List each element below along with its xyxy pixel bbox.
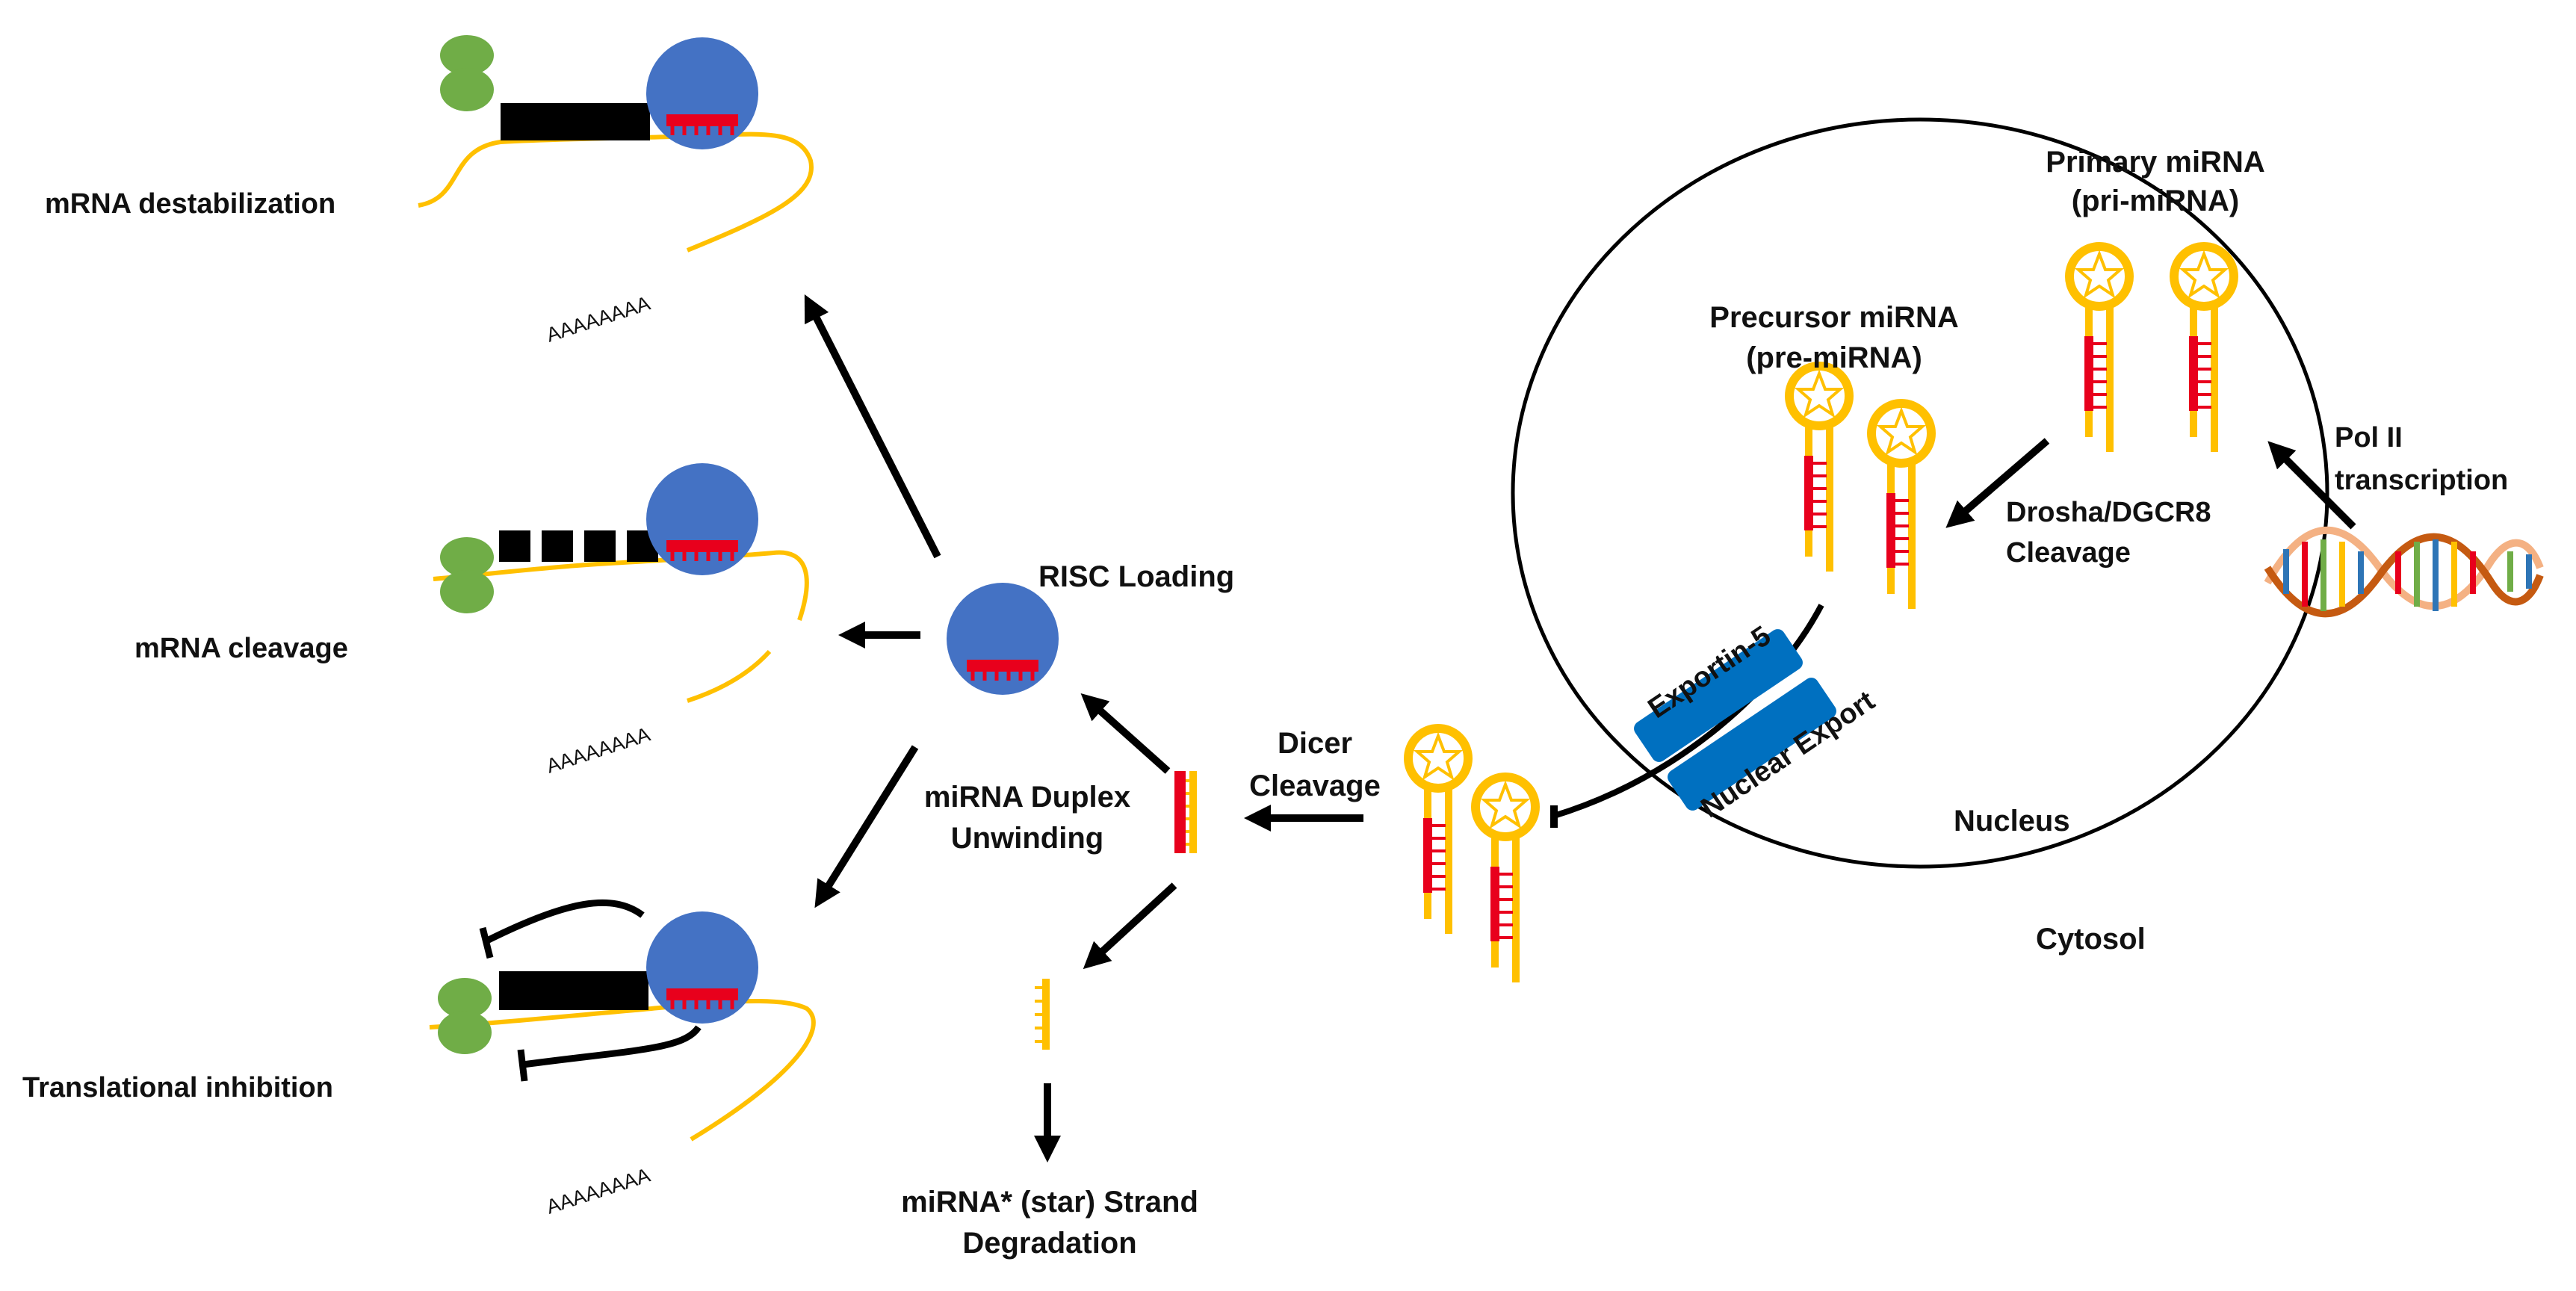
primary-mirna-sublabel: (pri-miRNA) <box>2072 185 2239 217</box>
precursor-mirna-label: Precursor miRNA <box>1709 301 1958 334</box>
argonaute-protein-icon <box>646 463 758 575</box>
destabilization-arrow <box>804 294 941 559</box>
inhibition-arrow <box>814 745 919 908</box>
pre-mirna-hairpin-icon <box>1789 366 1849 572</box>
inhibition-line-top <box>483 899 645 945</box>
nucleus-label: Nucleus <box>1954 805 2070 838</box>
dna-double-helix-icon <box>2264 526 2544 618</box>
pri-mirna-hairpin-icon <box>2069 247 2129 452</box>
mirna-star-strand-icon <box>1035 979 1050 1050</box>
polya-tail: AAAAAAAA <box>544 1164 653 1219</box>
star-strand-sublabel: Degradation <box>962 1227 1136 1260</box>
mrna-destabilization-label: mRNA destabilization <box>45 188 335 220</box>
translational-inhibition-scheme: AAAAAAAA <box>429 899 816 1219</box>
argonaute-protein-icon <box>646 37 758 149</box>
polya-tail: AAAAAAAA <box>544 292 653 347</box>
cytosol-label: Cytosol <box>2036 923 2146 956</box>
ribosome-icon <box>440 35 494 111</box>
argonaute-protein-icon <box>646 911 758 1024</box>
star-strand-label: miRNA* (star) Strand <box>901 1186 1198 1219</box>
risc-loading-arrow <box>1080 693 1171 774</box>
ribosome-icon <box>438 978 492 1054</box>
dicer-sublabel: Cleavage <box>1249 770 1381 802</box>
transcription-arrow <box>2267 441 2356 530</box>
cytosolic-pre-mirna-hairpin-icon <box>1476 777 1535 982</box>
dicer-label: Dicer <box>1278 727 1352 760</box>
polya-tail: AAAAAAAA <box>544 723 653 778</box>
mirna-duplex-icon <box>1174 771 1197 853</box>
mrna-destabilization-scheme: AAAAAAAA <box>418 35 814 347</box>
risc-complex-icon <box>947 583 1059 695</box>
pol2-label: Pol II <box>2335 422 2403 453</box>
drosha-sublabel: Cleavage <box>2006 537 2131 569</box>
cytosolic-pre-mirna-hairpin-icon <box>1408 728 1468 934</box>
mrna-cleavage-scheme: AAAAAAAA <box>433 463 809 778</box>
unwinding-sublabel: Unwinding <box>951 822 1103 855</box>
primary-mirna-label: Primary miRNA <box>2046 146 2264 179</box>
precursor-mirna-sublabel: (pre-miRNA) <box>1746 341 1922 374</box>
pre-mirna-hairpin-icon <box>1871 403 1931 609</box>
mrna-cleavage-label: mRNA cleavage <box>134 633 348 664</box>
drosha-cleavage-arrow <box>1945 438 2050 528</box>
unwinding-label: miRNA Duplex <box>924 781 1130 814</box>
exportin-5-channel-icon <box>1634 629 1836 811</box>
pol2-sublabel: transcription <box>2335 465 2508 496</box>
risc-loading-label: RISC Loading <box>1038 560 1234 593</box>
nucleus-membrane <box>1511 117 2329 869</box>
inhibition-line-bottom <box>522 1025 702 1068</box>
passenger-strand-arrow <box>1083 882 1177 970</box>
export-path <box>1552 604 1824 819</box>
drosha-label: Drosha/DGCR8 <box>2006 497 2211 528</box>
pri-mirna-hairpin-icon <box>2174 247 2234 452</box>
translational-inhibition-label: Translational inhibition <box>22 1072 333 1103</box>
